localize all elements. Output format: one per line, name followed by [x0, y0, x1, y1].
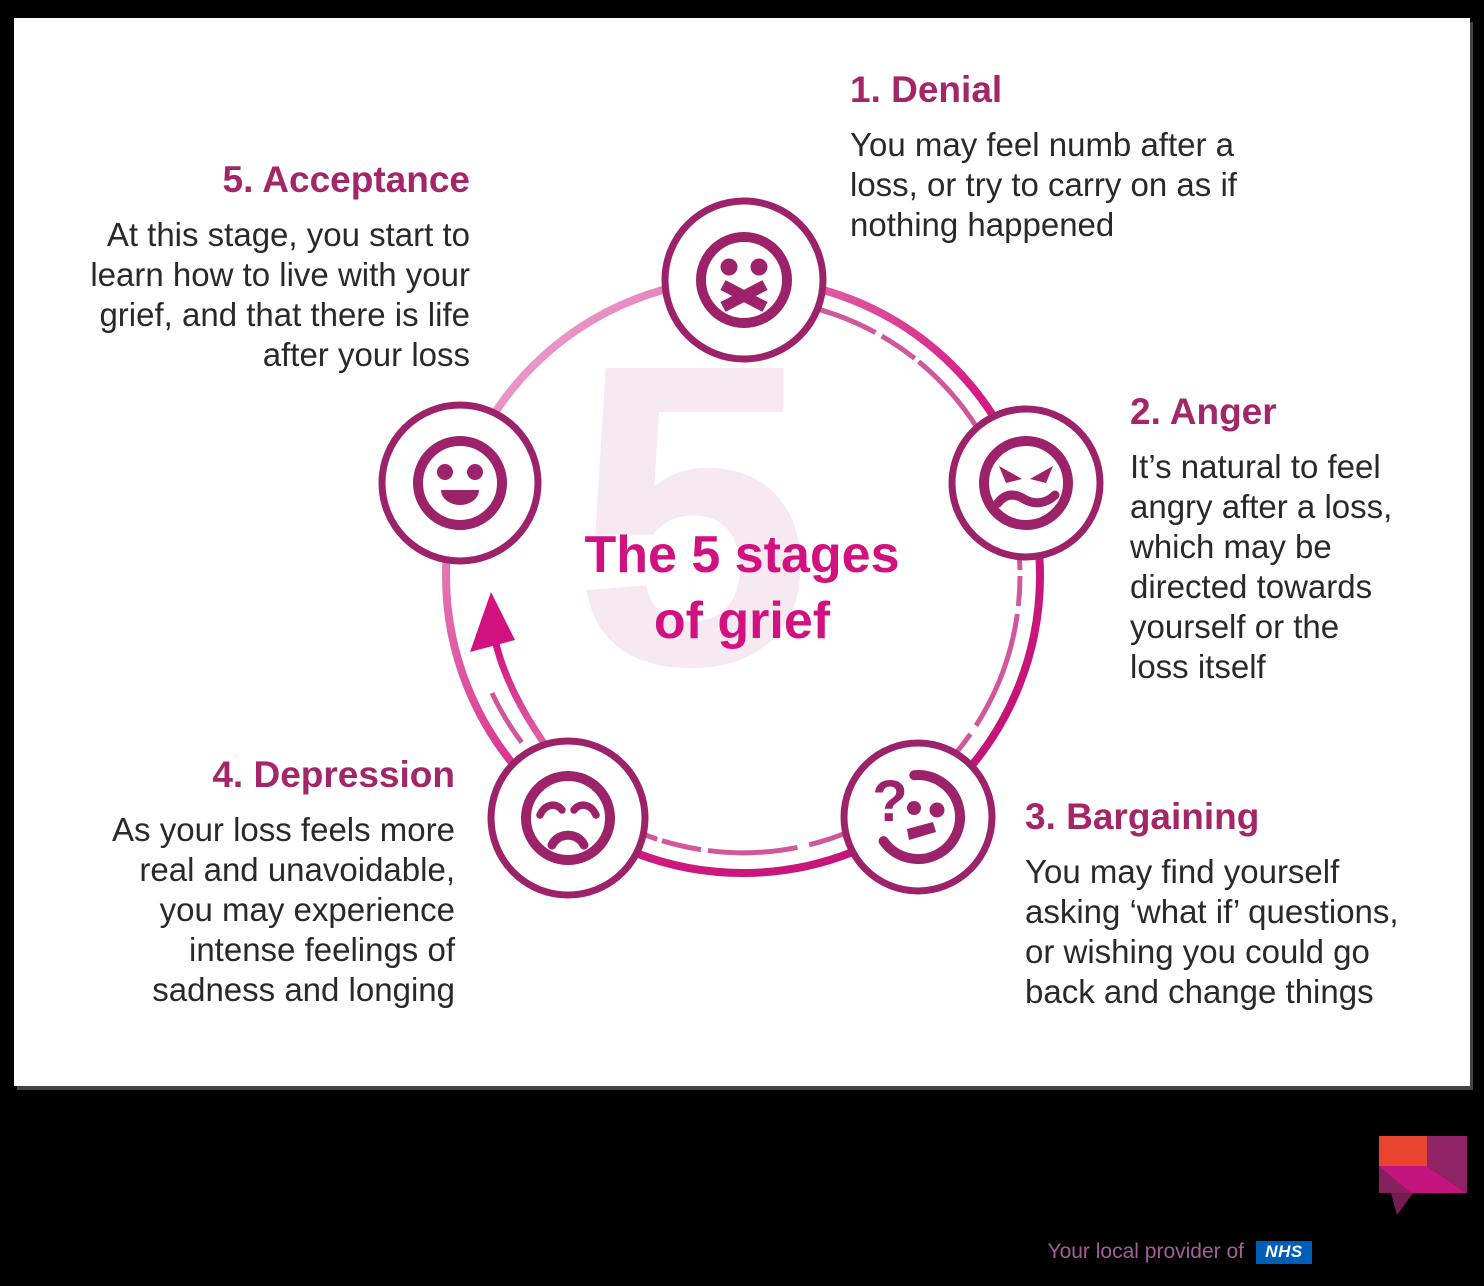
provider-text: Your local provider of — [1047, 1240, 1244, 1263]
stage-depression-heading: 4. Depression — [212, 754, 455, 795]
logo-orange-block — [1379, 1136, 1427, 1166]
stage-acceptance-heading: 5. Acceptance — [222, 159, 470, 200]
stage-acceptance-text-line: learn how to live with your — [90, 256, 470, 293]
stage-acceptance-text-line: At this stage, you start to — [106, 216, 470, 253]
stage-depression-text-line: you may experience — [159, 891, 455, 928]
icon-outer-circle — [378, 401, 542, 565]
stage-bargaining-text-line: asking ‘what if’ questions, — [1025, 893, 1399, 930]
bargaining-question-face-icon: ? — [840, 739, 996, 895]
stage-anger-text-line: yourself or the — [1130, 608, 1340, 645]
stage-bargaining: 3. Bargaining You may find yourself aski… — [1025, 795, 1465, 1012]
stage-anger-text-line: It’s natural to feel — [1130, 448, 1381, 485]
stage-anger-heading: 2. Anger — [1130, 391, 1277, 432]
face-outline — [521, 771, 615, 865]
icon-outer-circle — [487, 737, 649, 899]
face-outline — [878, 770, 966, 864]
denial-muted-face-icon — [661, 197, 827, 363]
content-panel — [14, 18, 1470, 1086]
watermark-five: 5 — [573, 276, 813, 756]
stage-anger: 2. Anger It’s natural to feel angry afte… — [1130, 390, 1440, 687]
stage-denial-text-line: loss, or try to carry on as if — [850, 166, 1237, 203]
stage-bargaining-text-line: You may find yourself — [1025, 853, 1340, 890]
stage-denial-heading: 1. Denial — [850, 69, 1003, 110]
stage-depression-text-line: intense feelings of — [188, 931, 455, 968]
stage-denial-text-line: nothing happened — [850, 206, 1115, 243]
stage-bargaining-text-line: or wishing you could go — [1025, 933, 1370, 970]
nhs-logo: NHS — [1256, 1240, 1312, 1264]
anger-angry-face-icon — [948, 405, 1104, 561]
diagram-title: The 5 stages of grief — [492, 522, 992, 654]
stage-depression: 4. Depression As your loss feels more re… — [25, 753, 455, 1010]
footer-provider-row: Your local provider of NHS — [1047, 1240, 1312, 1264]
stage-acceptance-text-line: grief, and that there is life — [99, 296, 470, 333]
logo-bubble-tail — [1391, 1193, 1413, 1215]
icon-outer-circle — [840, 739, 996, 895]
stage-anger-text-line: loss itself — [1130, 648, 1266, 685]
title-line-1: The 5 stages — [584, 526, 900, 584]
stage-acceptance-text-line: after your loss — [262, 336, 470, 373]
icon-outer-circle — [948, 405, 1104, 561]
stage-depression-text-line: As your loss feels more — [112, 811, 455, 848]
stage-denial-text-line: You may feel numb after a — [850, 126, 1235, 163]
acceptance-smiling-face-icon — [378, 401, 542, 565]
logo-plum-block — [1427, 1136, 1467, 1193]
stage-depression-text-line: real and unavoidable, — [139, 851, 455, 888]
stage-acceptance: 5. Acceptance At this stage, you start t… — [30, 158, 470, 375]
stage-anger-text-line: which may be — [1130, 528, 1332, 565]
speech-bubble-logo — [1379, 1136, 1467, 1215]
face-outline — [696, 232, 792, 328]
stage-anger-text-line: angry after a loss, — [1130, 488, 1393, 525]
depression-sad-face-icon — [487, 737, 649, 899]
title-line-2: of grief — [653, 592, 831, 650]
stage-bargaining-heading: 3. Bargaining — [1025, 796, 1260, 837]
question-mark-glyph: ? — [872, 769, 907, 834]
face-outline — [979, 436, 1073, 530]
face-outline — [413, 436, 507, 530]
stage-depression-text-line: sadness and longing — [152, 971, 455, 1008]
icon-outer-circle — [661, 197, 827, 363]
stage-bargaining-text-line: back and change things — [1025, 973, 1374, 1010]
stage-denial: 1. Denial You may feel numb after a loss… — [850, 68, 1320, 245]
stage-anger-text-line: directed towards — [1130, 568, 1373, 605]
logo-fold-shade — [1379, 1166, 1411, 1193]
